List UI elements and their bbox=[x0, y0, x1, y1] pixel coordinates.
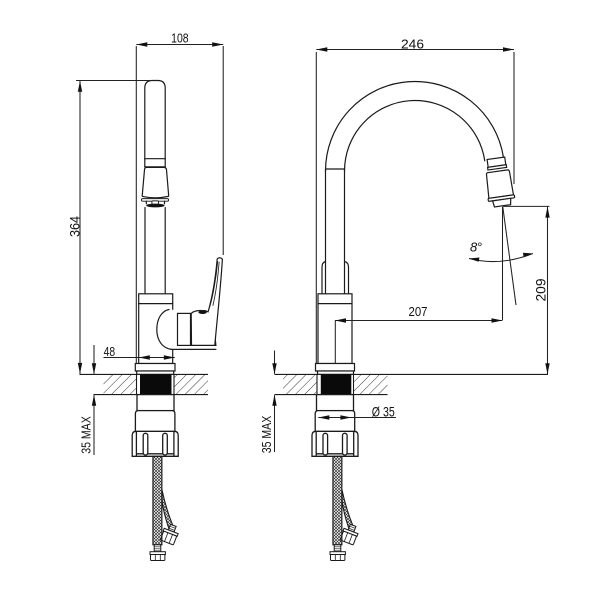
svg-text:35 MAX: 35 MAX bbox=[79, 416, 94, 454]
svg-text:246: 246 bbox=[401, 37, 424, 52]
svg-text:Ø 35: Ø 35 bbox=[372, 404, 395, 420]
svg-text:35 MAX: 35 MAX bbox=[259, 415, 274, 453]
svg-text:364: 364 bbox=[66, 216, 82, 237]
svg-text:48: 48 bbox=[104, 344, 116, 359]
svg-text:8°: 8° bbox=[470, 240, 482, 255]
svg-text:209: 209 bbox=[532, 278, 548, 301]
svg-text:108: 108 bbox=[171, 30, 189, 45]
svg-text:207: 207 bbox=[409, 304, 428, 319]
